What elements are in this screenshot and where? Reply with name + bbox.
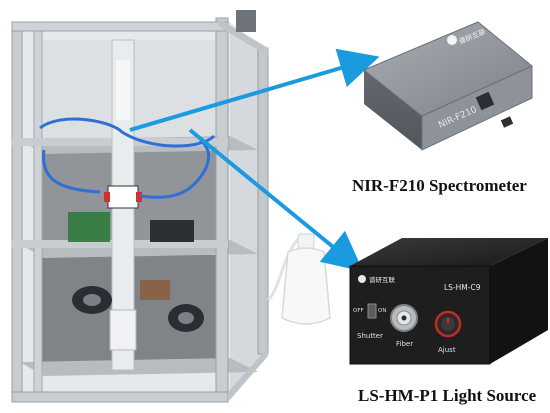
shutter-switch bbox=[367, 303, 377, 319]
light-source-on-label: ON bbox=[378, 308, 386, 314]
light-source-adjust-label: Ajust bbox=[438, 346, 456, 354]
spectrometer-device: 谱研互联 NIR-F210 bbox=[363, 21, 533, 151]
light-source-fiber-label: Fiber bbox=[396, 340, 413, 348]
waste-bottle bbox=[281, 233, 331, 325]
apparatus-cabinet bbox=[11, 10, 302, 403]
light-source-logo-text: 谱研互联 bbox=[369, 275, 396, 284]
arrow-to-light-source bbox=[188, 128, 364, 272]
light-source-caption: LS-HM-P1 Light Source bbox=[358, 386, 537, 405]
light-source-device: 谱研互联 LS-HM-C9 OFF ON Shutter Fiber Ajust bbox=[349, 238, 548, 365]
arrow-to-spectrometer bbox=[129, 48, 380, 132]
light-source-off-label: OFF bbox=[353, 308, 364, 314]
light-source-shutter-label: Shutter bbox=[357, 332, 383, 340]
light-source-model-text: LS-HM-C9 bbox=[444, 283, 481, 292]
spectrometer-caption: NIR-F210 Spectrometer bbox=[352, 176, 527, 195]
